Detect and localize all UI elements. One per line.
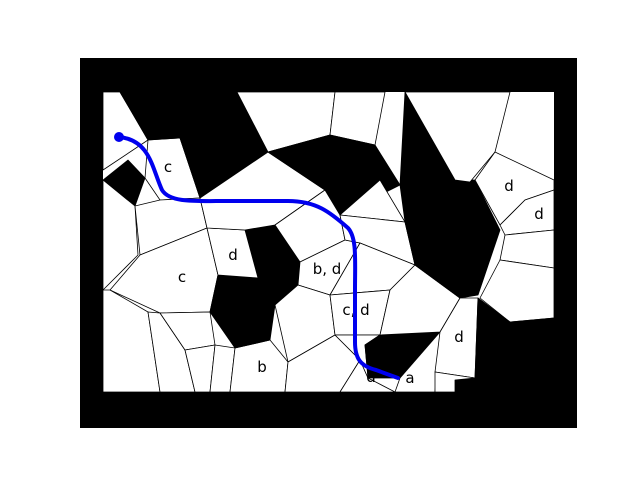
label-d-right-top: d	[504, 177, 514, 195]
label-d-mid: d	[228, 246, 238, 264]
label-c-top: c	[164, 158, 172, 176]
path-line	[117, 135, 400, 380]
label-d-bottom: d	[366, 368, 376, 386]
obstacle-right-notch	[454, 377, 519, 393]
label-b-bottom: b	[257, 358, 267, 376]
label-d-right-mid: d	[454, 328, 464, 346]
cell-top-right	[404, 91, 511, 183]
cell-labels: c c d b, d c, d b d a a d d d	[164, 158, 544, 392]
voronoi-cells	[102, 91, 555, 393]
planned-path	[114, 132, 400, 380]
label-c-left: c	[178, 268, 186, 286]
cell-d-right-2	[499, 189, 555, 236]
label-bd: b, d	[313, 260, 342, 278]
path-start-marker	[114, 132, 124, 142]
label-d-right-2: d	[534, 205, 544, 223]
label-a-bottom: a	[405, 369, 414, 387]
cell-upper-left-side	[102, 179, 139, 291]
label-a-right: a	[471, 374, 480, 392]
